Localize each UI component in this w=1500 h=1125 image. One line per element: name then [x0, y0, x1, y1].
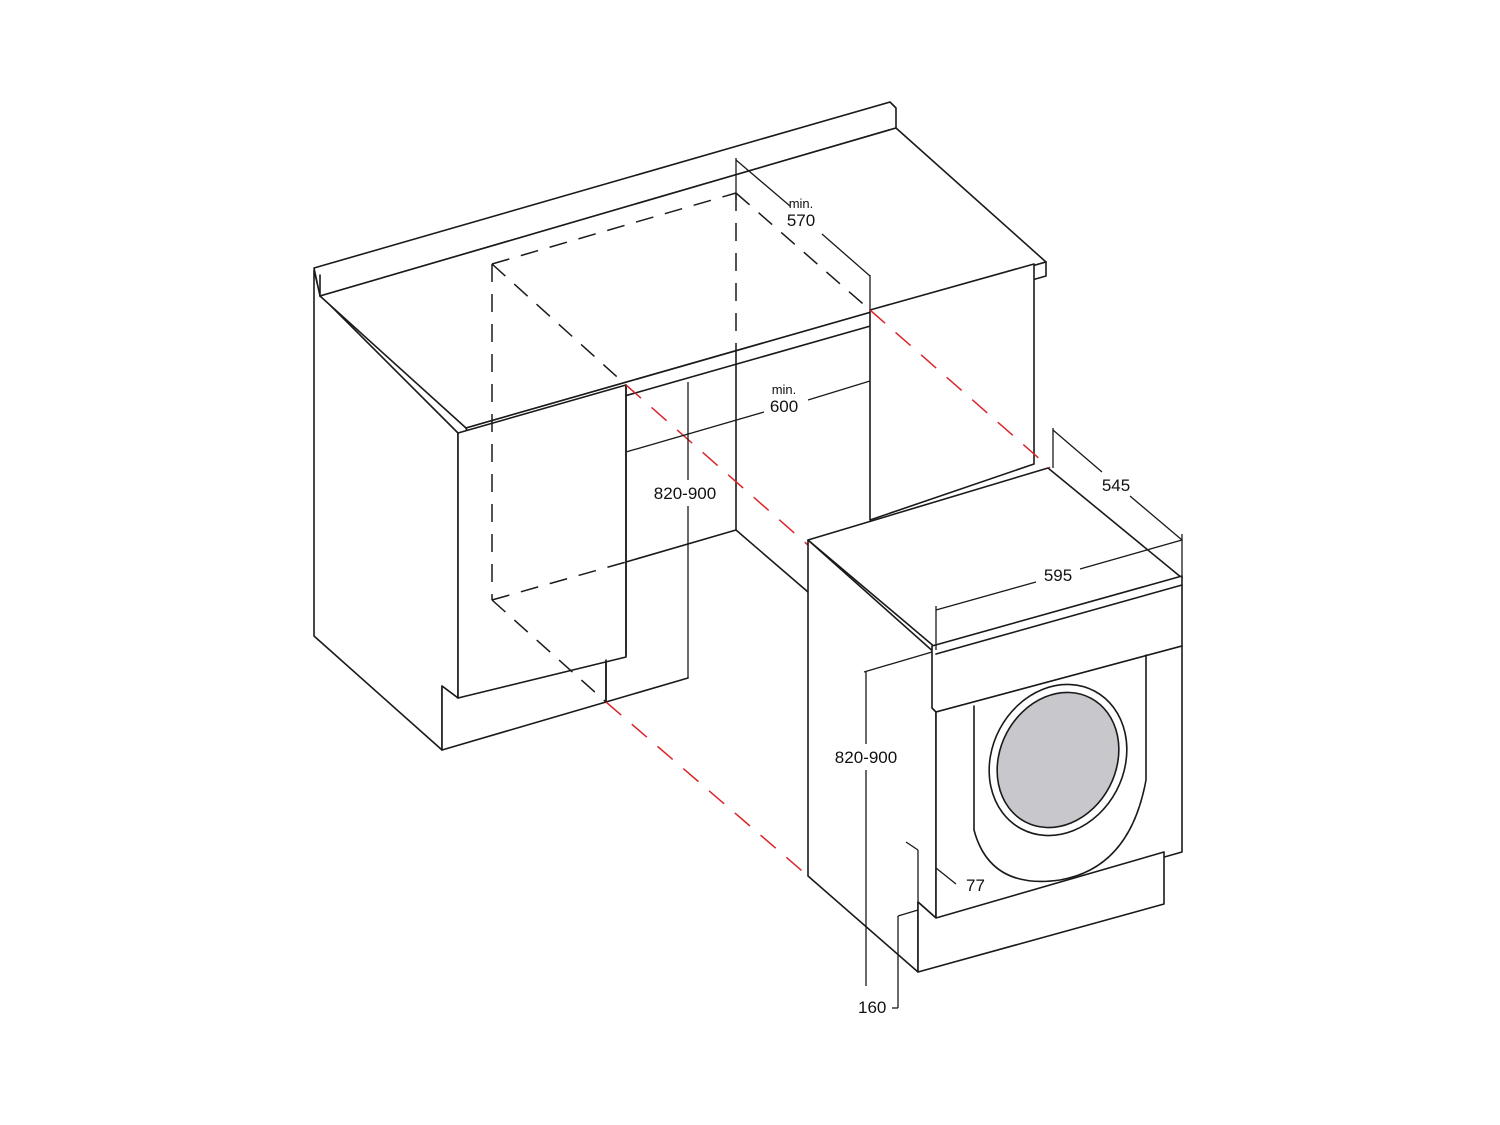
hidden-edges: [491, 192, 871, 703]
cabinet-dimensions: [625, 158, 871, 678]
appliance-dimensions: [863, 428, 1183, 1009]
washing-machine: [807, 467, 1183, 973]
appliance-depth-value: 545: [1101, 476, 1131, 495]
niche-width-value: 600: [769, 397, 799, 416]
kitchen-cabinet: [313, 101, 1047, 751]
appliance-width-value: 595: [1043, 566, 1073, 585]
niche-height-value: 820-900: [653, 484, 717, 503]
niche-depth-prefix: min.: [788, 196, 814, 211]
plinth-height-value: 160: [858, 998, 887, 1017]
niche-depth-value: 570: [786, 211, 816, 230]
door-offset-value: 77: [966, 876, 985, 895]
appliance-height-value: 820-900: [834, 748, 898, 767]
niche-width-prefix: min.: [771, 382, 797, 397]
alignment-guides: [605, 309, 1051, 877]
